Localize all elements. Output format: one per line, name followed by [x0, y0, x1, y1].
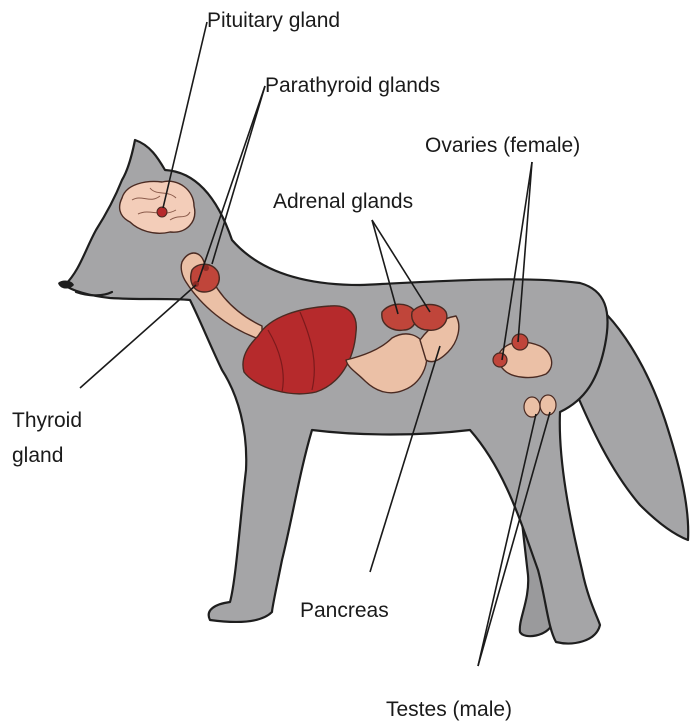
label-thyroid-line-1: Thyroid [12, 409, 82, 432]
thyroid-parathyroid-organs [191, 264, 219, 292]
label-adrenal-glands: Adrenal glands [273, 190, 413, 213]
label-pituitary-gland: Pituitary gland [207, 9, 340, 32]
label-testes: Testes (male) [386, 698, 512, 721]
parathyroid-leader-1 [212, 86, 265, 264]
label-ovaries: Ovaries (female) [425, 134, 580, 157]
label-parathyroid-glands: Parathyroid glands [265, 74, 440, 97]
pituitary-gland-organ [157, 207, 167, 217]
label-pancreas: Pancreas [300, 599, 389, 622]
thyroid-leader [80, 285, 196, 388]
label-thyroid-line-2: gland [12, 444, 63, 467]
